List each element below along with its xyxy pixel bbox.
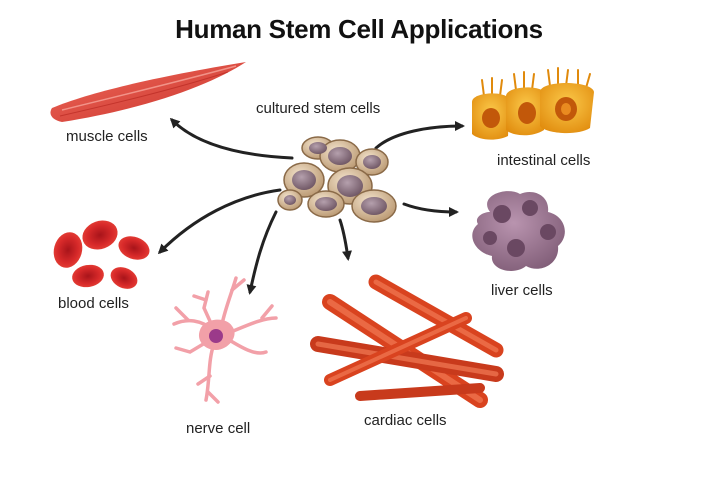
- arrows: [157, 117, 465, 295]
- label-liver-cells: liver cells: [491, 282, 553, 299]
- blood-cells-illustration: [53, 220, 150, 289]
- arrow-to-blood: [157, 188, 282, 255]
- arrow-to-liver: [402, 202, 459, 217]
- label-nerve-cell: nerve cell: [186, 420, 251, 437]
- label-muscle-cells: muscle cells: [66, 128, 148, 145]
- muscle-cell-illustration: [50, 62, 246, 122]
- cardiac-cells-illustration: [310, 274, 504, 408]
- label-blood-cells: blood cells: [58, 295, 129, 312]
- label-cardiac-cells: cardiac cells: [364, 412, 447, 429]
- arrow-to-muscle: [169, 117, 294, 160]
- stem-cell-nuclei: [284, 142, 387, 215]
- label-cultured-stem-cells: cultured stem cells: [256, 100, 381, 117]
- label-intestinal-cells: intestinal cells: [497, 152, 591, 169]
- nerve-cell-illustration: [172, 276, 278, 404]
- liver-cells-illustration: [472, 191, 565, 271]
- arrow-to-intestinal: [374, 121, 465, 150]
- arrow-to-cardiac: [338, 218, 352, 261]
- diagram-title: Human Stem Cell Applications: [175, 14, 543, 44]
- intestinal-cells-illustration: [472, 67, 594, 140]
- arrow-to-nerve: [246, 210, 278, 295]
